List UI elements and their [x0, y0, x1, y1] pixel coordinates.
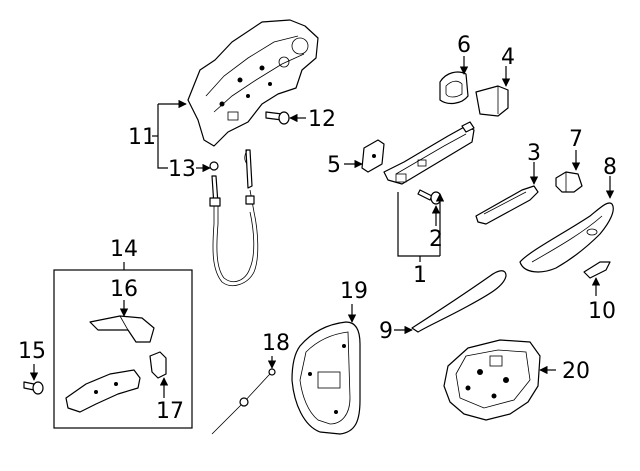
callout-17: 17 — [156, 399, 184, 424]
callout-8: 8 — [603, 155, 617, 180]
cover-4 — [475, 85, 509, 117]
seal-plate-19 — [291, 321, 361, 435]
callout-12: 12 — [308, 107, 336, 132]
callout-16: 16 — [110, 277, 138, 302]
outside-handle-8 — [519, 202, 614, 273]
trim-strip-9 — [411, 270, 507, 333]
callout-5: 5 — [327, 153, 341, 178]
callout-20: 20 — [562, 359, 590, 384]
callout-13: 13 — [168, 157, 196, 182]
door-module-frame — [187, 19, 319, 147]
callout-6: 6 — [457, 33, 471, 58]
screw-2 — [417, 189, 442, 205]
kit-box-14 — [53, 269, 193, 429]
handle-bezel-6 — [439, 71, 469, 105]
rod-18 — [211, 368, 276, 435]
handle-part-16 — [89, 315, 155, 343]
callout-18: 18 — [262, 331, 290, 356]
leader-lines — [29, 56, 615, 398]
callout-1: 1 — [413, 263, 427, 288]
callout-9: 9 — [379, 319, 393, 344]
callout-2: 2 — [429, 227, 443, 252]
clip-7 — [555, 171, 583, 193]
callout-15: 15 — [18, 339, 46, 364]
callout-3: 3 — [527, 141, 541, 166]
callout-10: 10 — [588, 299, 616, 324]
screw-15 — [23, 381, 44, 395]
latch-20 — [443, 339, 541, 421]
callout-7: 7 — [569, 127, 583, 152]
bracket-part-14 — [65, 369, 141, 413]
bolt-12 — [265, 111, 290, 125]
callout-19: 19 — [340, 279, 368, 304]
cap-part-17 — [149, 351, 167, 379]
callout-11: 11 — [128, 125, 156, 150]
cap-5 — [361, 139, 385, 173]
callout-14: 14 — [110, 237, 138, 262]
handle-bracket — [383, 121, 475, 185]
callout-4: 4 — [501, 45, 515, 70]
seal-3 — [475, 185, 539, 225]
release-cable — [209, 149, 259, 286]
bracket-10 — [583, 261, 611, 279]
